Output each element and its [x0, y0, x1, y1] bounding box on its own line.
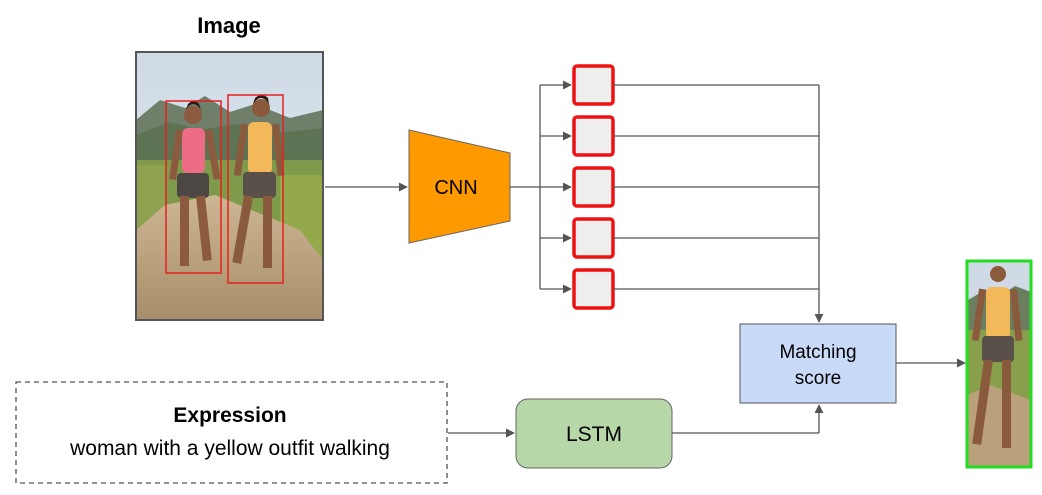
- region-feature-boxes: [572, 64, 615, 310]
- matching-label-line1: Matching: [779, 342, 856, 363]
- region-feature-5: [572, 268, 615, 310]
- expression-box: Expression woman with a yellow outfit wa…: [15, 381, 448, 484]
- arrow-lstm-to-matching: [672, 404, 824, 434]
- cnn-label: CNN: [434, 177, 477, 199]
- person-pink: [169, 101, 221, 266]
- detection-box-left: [165, 100, 222, 274]
- image-title: Image: [197, 13, 261, 38]
- matching-score-block: Matching score: [739, 323, 897, 404]
- expression-text: woman with a yellow outfit walking: [69, 437, 390, 460]
- region-feature-4: [572, 217, 615, 259]
- cnn-block: CNN: [408, 129, 511, 244]
- region-feature-1: [572, 64, 615, 106]
- expression-title: Expression: [173, 404, 286, 427]
- lstm-block: LSTM: [515, 398, 673, 469]
- matching-label-line2: score: [795, 368, 841, 389]
- detection-box-right: [227, 94, 284, 284]
- input-photo: [135, 51, 324, 321]
- lstm-label: LSTM: [566, 423, 622, 446]
- result-crop: [965, 259, 1033, 469]
- features-to-matching-connectors: [613, 84, 824, 323]
- region-feature-2: [572, 115, 615, 157]
- region-feature-3: [572, 166, 615, 208]
- person-yellow: [232, 95, 285, 268]
- cnn-to-features-connectors: [510, 80, 572, 294]
